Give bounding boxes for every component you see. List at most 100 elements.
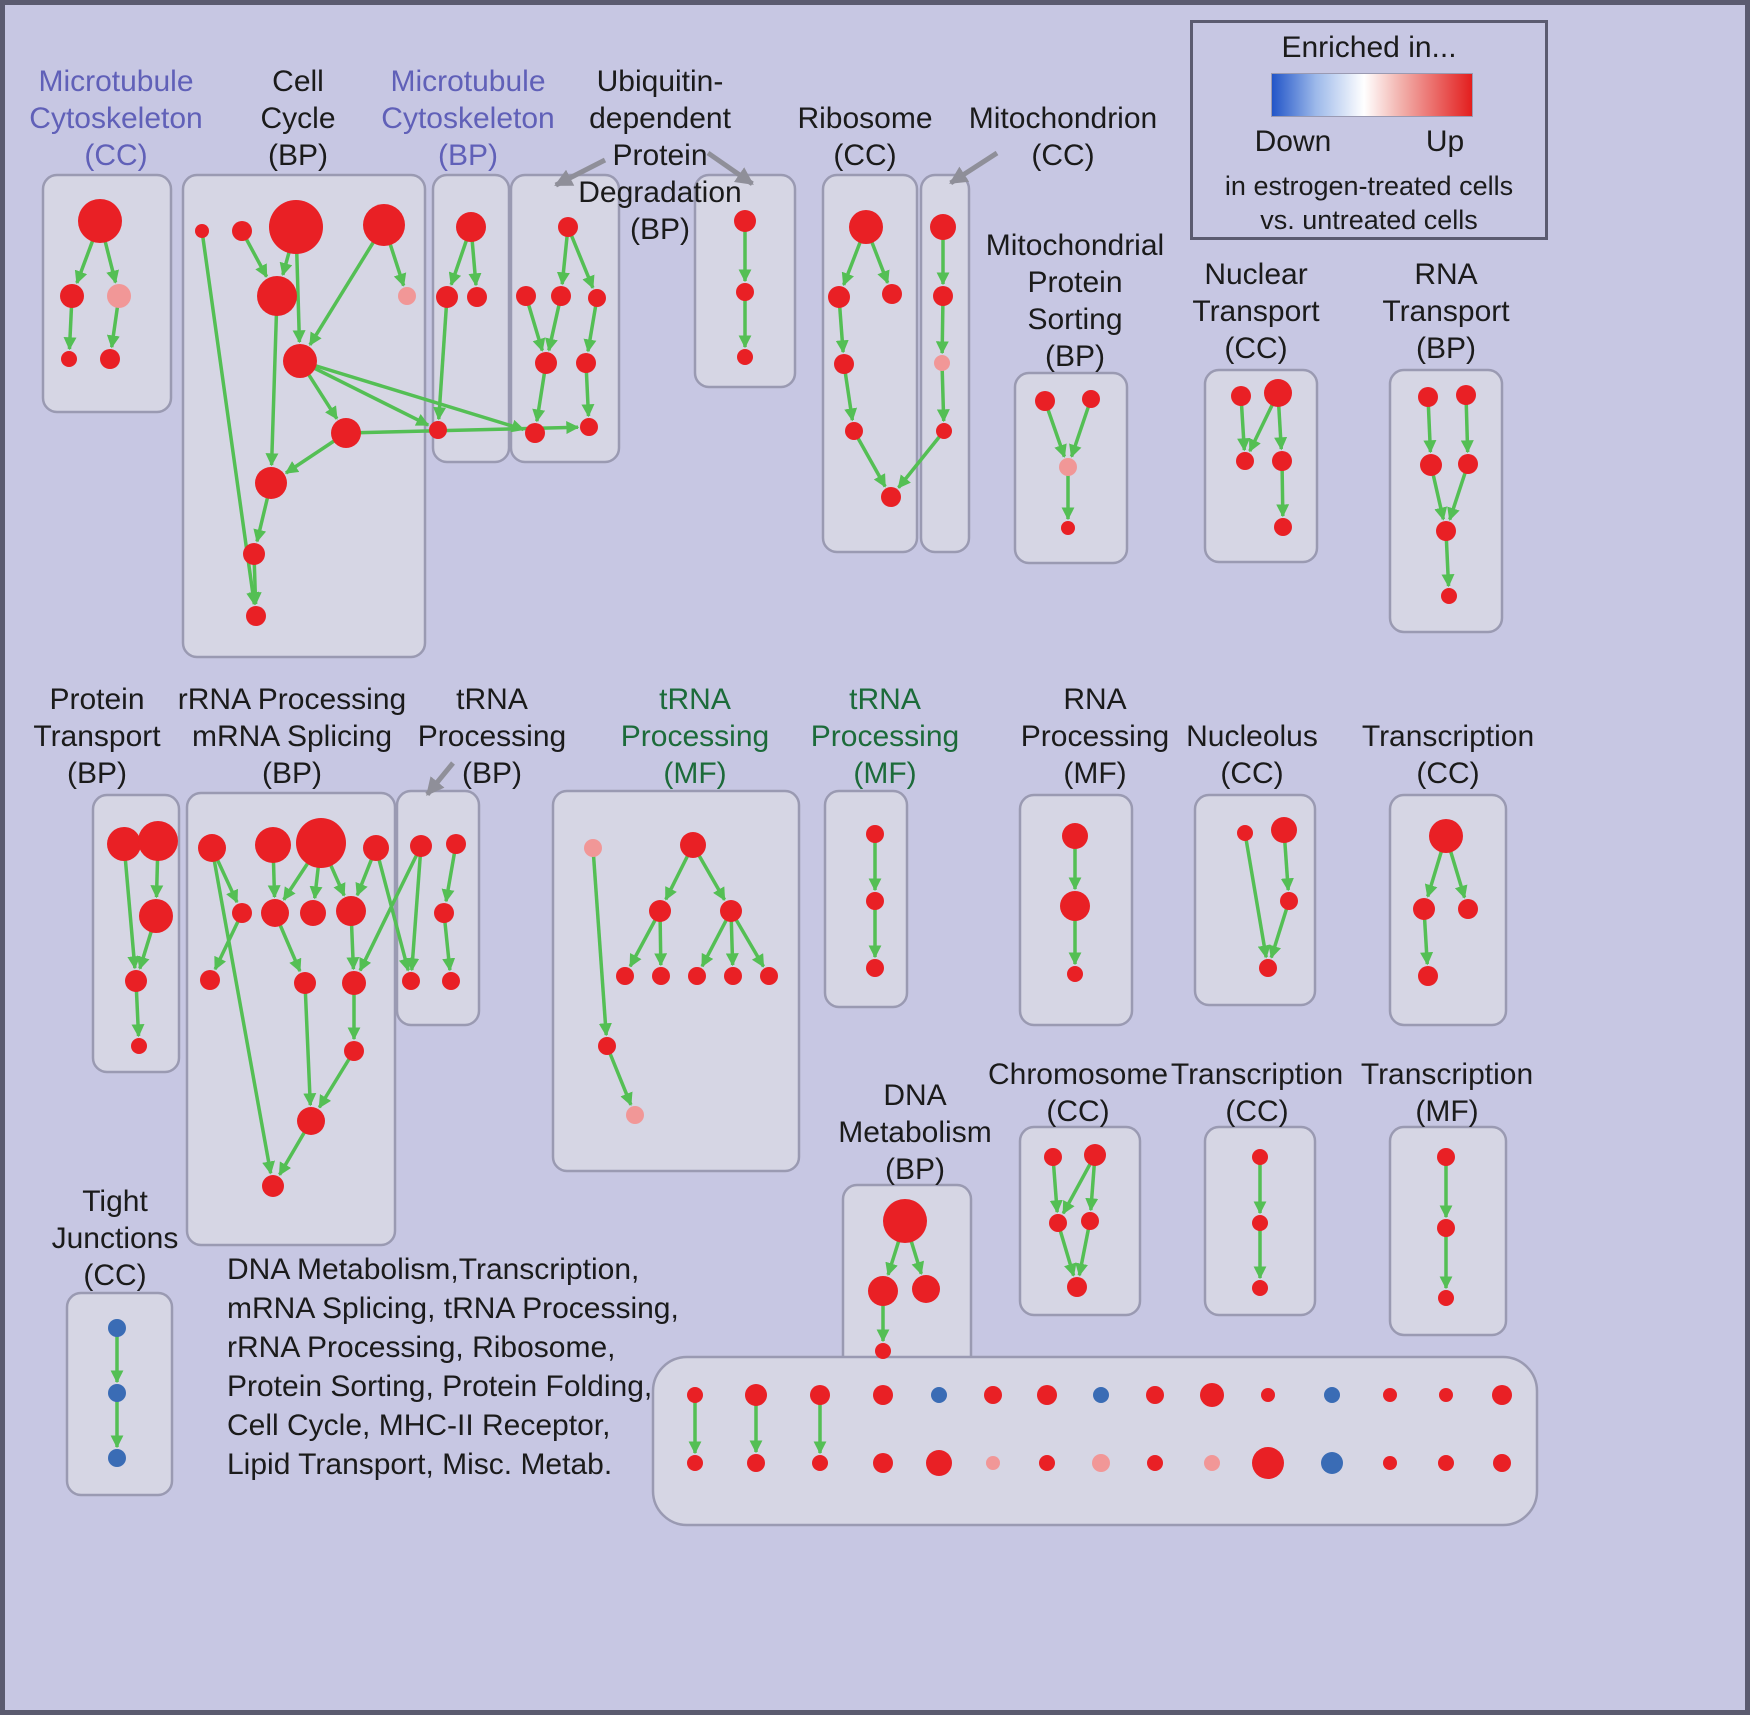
go-term-node [255, 467, 287, 499]
go-term-node [436, 286, 458, 308]
cross-edge [299, 359, 430, 427]
group-box-rna-transport-bp [1388, 368, 1504, 634]
go-term-node [1418, 387, 1438, 407]
go-term-node [283, 344, 317, 378]
go-term-node [108, 1384, 126, 1402]
go-term-node [812, 1455, 828, 1471]
go-term-node [1438, 1455, 1454, 1471]
go-term-node [138, 821, 178, 861]
label-chromosome-cc: Chromosome(CC) [848, 1056, 1308, 1130]
go-term-node [930, 214, 956, 240]
go-term-node [257, 276, 297, 316]
edge-cell-cycle-bp [200, 230, 260, 606]
go-term-node [1441, 588, 1457, 604]
go-term-node [933, 286, 953, 306]
label-line: Mitochondrial [985, 229, 1165, 262]
go-term-node [1231, 386, 1251, 406]
label-line: tRNA [659, 683, 731, 716]
go-term-node [1060, 891, 1090, 921]
edge-ribosome-cc [852, 430, 887, 488]
go-term-node [1437, 1148, 1455, 1166]
label-line: tRNA [849, 683, 921, 716]
label-line: (MF) [1063, 757, 1127, 790]
label-pointer-arrow [554, 157, 607, 188]
go-term-node [1039, 1455, 1055, 1471]
label-line: Transport [1382, 295, 1510, 328]
misc-label-line: mRNA Splicing, tRNA Processing, [227, 1292, 679, 1325]
go-term-node [1436, 521, 1456, 541]
go-term-node [724, 967, 742, 985]
go-term-node [331, 418, 361, 448]
label-line: (BP) [462, 757, 522, 790]
label-line: Microtubule [38, 65, 194, 98]
go-term-node [1044, 1148, 1062, 1166]
go-term-node [1061, 521, 1075, 535]
label-line: (CC) [83, 1259, 147, 1292]
group-box-ribosome-cc [821, 173, 919, 554]
legend-up-label: Up [1425, 125, 1465, 158]
go-term-node [100, 349, 120, 369]
go-term-node [598, 1037, 616, 1055]
go-term-node [868, 1276, 898, 1306]
go-term-node [297, 1107, 325, 1135]
go-term-node [61, 351, 77, 367]
go-term-node [296, 818, 346, 868]
label-line: RNA [1414, 258, 1478, 291]
go-term-node [584, 839, 602, 857]
go-term-node [881, 487, 901, 507]
label-line: Transcription [1360, 1058, 1534, 1091]
go-term-node [1280, 892, 1298, 910]
go-term-node [1438, 1290, 1454, 1306]
go-term-node [1049, 1214, 1067, 1232]
go-term-node [78, 199, 122, 243]
edge-rrna-processing-mrna-splicing-bp [317, 1050, 356, 1109]
label-line: (MF) [663, 757, 727, 790]
label-line: DNA [883, 1079, 947, 1112]
go-term-node [261, 899, 289, 927]
go-term-node [344, 1041, 364, 1061]
go-term-node [294, 972, 316, 994]
label-line: (CC) [1031, 139, 1095, 172]
go-term-node [1252, 1280, 1268, 1296]
go-term-node [1237, 825, 1253, 841]
go-term-node [131, 1038, 147, 1054]
go-term-node [232, 221, 252, 241]
go-term-node [342, 971, 366, 995]
go-term-node [429, 421, 447, 439]
go-term-node [1261, 1388, 1275, 1402]
go-term-node [737, 349, 753, 365]
cross-edge [299, 359, 525, 433]
go-term-node [363, 204, 405, 246]
go-term-node [745, 1384, 767, 1406]
label-line: (CC) [1225, 1095, 1289, 1128]
label-line: Nuclear [1204, 258, 1308, 291]
go-term-node [986, 1456, 1000, 1470]
label-line: (BP) [438, 139, 498, 172]
label-line: Metabolism [838, 1116, 992, 1149]
label-line: Degradation [578, 176, 742, 209]
go-term-node [1437, 1219, 1455, 1237]
go-term-node [1236, 452, 1254, 470]
go-term-node [300, 900, 326, 926]
label-line: Protein [1027, 266, 1123, 299]
go-term-node [1439, 1388, 1453, 1402]
go-term-node [107, 827, 141, 861]
go-term-node [269, 200, 323, 254]
label-line: Cytoskeleton [381, 102, 555, 135]
misc-label-line: Protein Sorting, Protein Folding, [227, 1370, 653, 1403]
edge-nucleolus-cc [1243, 832, 1271, 959]
edge-chromosome-cc [1075, 1220, 1092, 1277]
label-line: Sorting [1027, 303, 1123, 336]
go-term-node [108, 1319, 126, 1337]
legend-context-line2: vs. untreated cells [1260, 205, 1478, 235]
go-term-node [456, 212, 486, 242]
label-line: Ubiquitin- [596, 65, 724, 98]
go-term-node [262, 1175, 284, 1197]
go-term-node [1081, 1212, 1099, 1230]
go-term-node [1324, 1387, 1340, 1403]
